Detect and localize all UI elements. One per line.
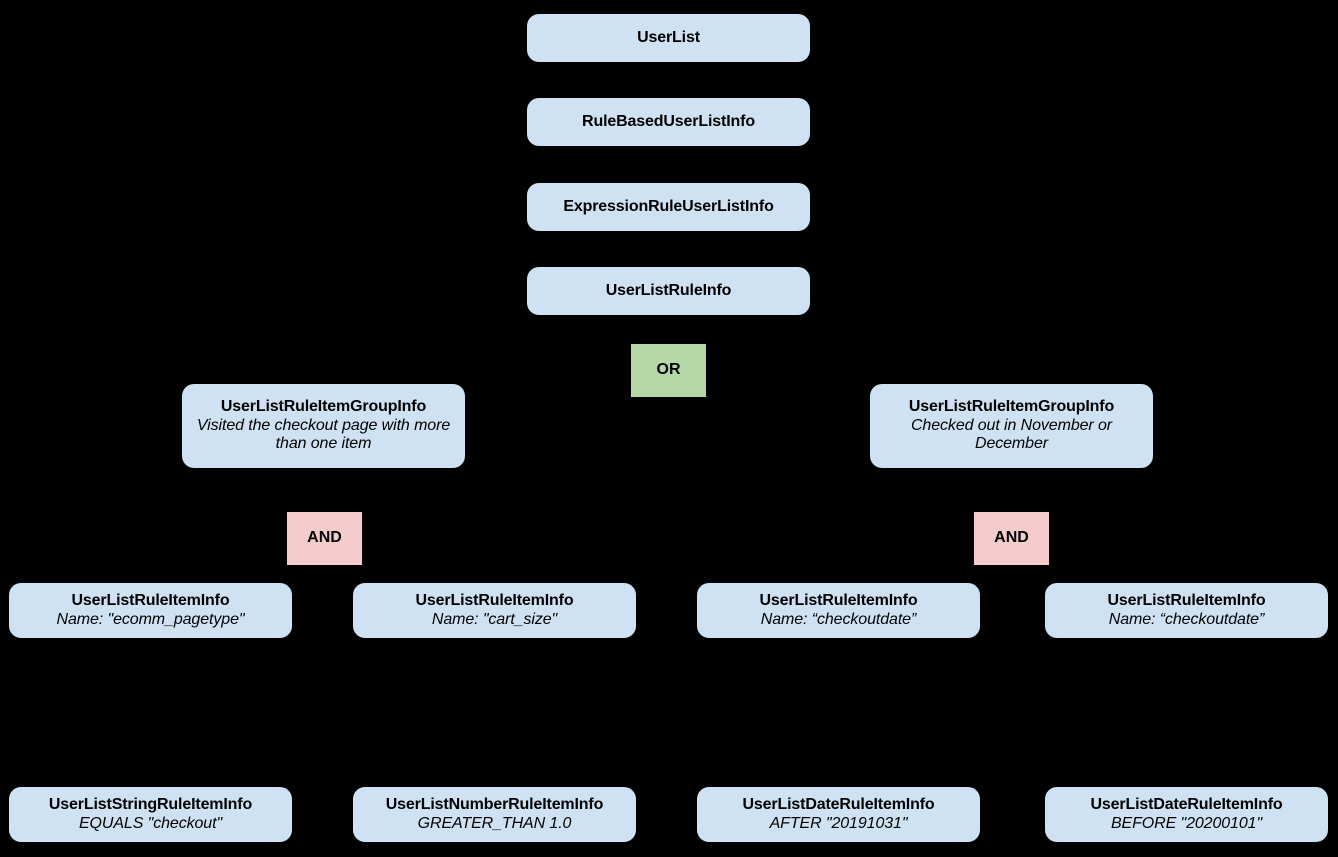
node-title: UserListRuleItemGroupInfo xyxy=(908,397,1115,415)
node-title: UserListDateRuleItemInfo xyxy=(1090,795,1283,813)
node-subtitle: Name: "ecomm_pagetype" xyxy=(56,610,245,628)
operator-label: AND xyxy=(994,529,1029,547)
node-title: ExpressionRuleUserListInfo xyxy=(563,197,774,215)
node-subtitle: BEFORE "20200101" xyxy=(1110,814,1263,832)
node-title: RuleBasedUserListInfo xyxy=(582,112,755,130)
node-subtitle: GREATER_THAN 1.0 xyxy=(417,814,572,832)
node-title: UserListRuleItemInfo xyxy=(759,591,918,609)
node-user-list[interactable]: UserList xyxy=(527,14,810,62)
node-typed-rule-item-4[interactable]: UserListDateRuleItemInfo BEFORE "2020010… xyxy=(1045,787,1328,842)
node-subtitle: EQUALS "checkout" xyxy=(78,814,223,832)
node-subtitle: Name: “checkoutdate” xyxy=(760,610,917,628)
node-expression-rule-user-list-info[interactable]: ExpressionRuleUserListInfo xyxy=(527,183,810,231)
node-typed-rule-item-1[interactable]: UserListStringRuleItemInfo EQUALS "check… xyxy=(9,787,292,842)
edge-and-left-to-rule-item-2 xyxy=(323,565,496,583)
node-rule-based-user-list-info[interactable]: RuleBasedUserListInfo xyxy=(527,98,810,146)
node-title: UserListRuleItemInfo xyxy=(1107,591,1266,609)
edge-and-right-to-rule-item-3 xyxy=(838,565,1012,583)
node-title: UserList xyxy=(637,28,700,46)
node-title: UserListRuleItemInfo xyxy=(71,591,230,609)
node-title: UserListDateRuleItemInfo xyxy=(742,795,935,813)
node-subtitle: Name: “checkoutdate” xyxy=(1108,610,1265,628)
edge-and-left-to-rule-item-1 xyxy=(150,565,325,583)
operator-or[interactable]: OR xyxy=(631,344,706,397)
operator-label: AND xyxy=(307,529,342,547)
node-rule-item-4[interactable]: UserListRuleItemInfo Name: “checkoutdate… xyxy=(1045,583,1328,638)
node-rule-item-3[interactable]: UserListRuleItemInfo Name: “checkoutdate… xyxy=(697,583,980,638)
node-subtitle: AFTER "20191031" xyxy=(769,814,908,832)
node-subtitle: Visited the checkout page with more than… xyxy=(196,416,451,453)
node-title: UserListStringRuleItemInfo xyxy=(48,795,253,813)
operator-and-right[interactable]: AND xyxy=(974,512,1049,565)
node-rule-item-group-left[interactable]: UserListRuleItemGroupInfo Visited the ch… xyxy=(182,384,465,468)
node-rule-item-2[interactable]: UserListRuleItemInfo Name: "cart_size" xyxy=(353,583,636,638)
node-rule-item-1[interactable]: UserListRuleItemInfo Name: "ecomm_pagety… xyxy=(9,583,292,638)
node-title: UserListRuleItemGroupInfo xyxy=(220,397,427,415)
operator-label: OR xyxy=(656,361,681,379)
node-subtitle: Name: "cart_size" xyxy=(431,610,558,628)
node-rule-item-group-right[interactable]: UserListRuleItemGroupInfo Checked out in… xyxy=(870,384,1153,468)
operator-and-left[interactable]: AND xyxy=(287,512,362,565)
node-title: UserListRuleInfo xyxy=(605,281,732,299)
node-typed-rule-item-2[interactable]: UserListNumberRuleItemInfo GREATER_THAN … xyxy=(353,787,636,842)
node-title: UserListNumberRuleItemInfo xyxy=(385,795,604,813)
node-user-list-rule-info[interactable]: UserListRuleInfo xyxy=(527,267,810,315)
edge-and-right-to-rule-item-4 xyxy=(1010,565,1188,583)
node-typed-rule-item-3[interactable]: UserListDateRuleItemInfo AFTER "20191031… xyxy=(697,787,980,842)
node-title: UserListRuleItemInfo xyxy=(415,591,574,609)
node-subtitle: Checked out in November or December xyxy=(910,416,1113,453)
